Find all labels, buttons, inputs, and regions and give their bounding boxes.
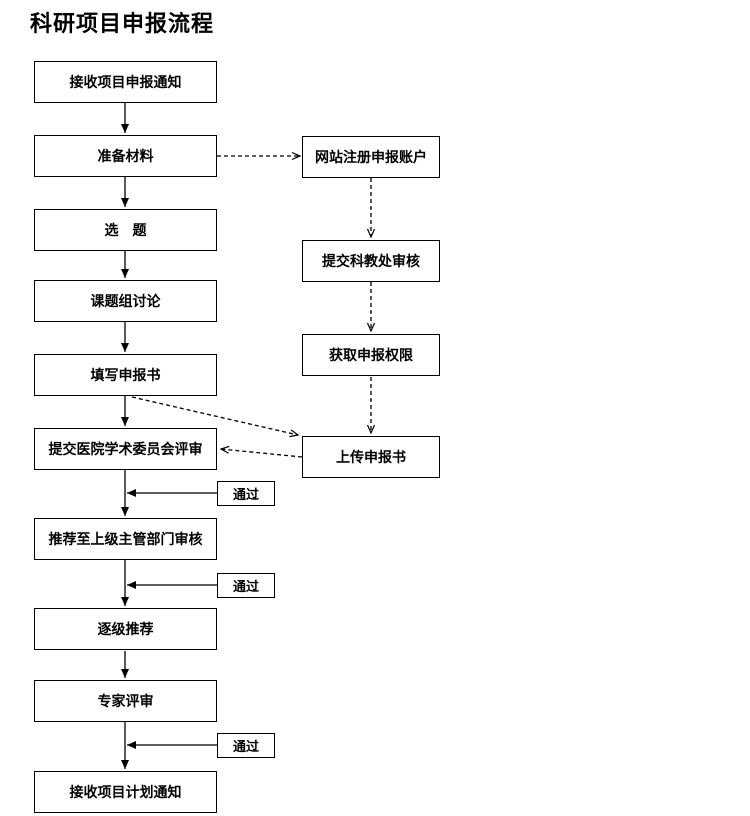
flow-node-submit-kejiaochu-review: 提交科教处审核 — [302, 240, 440, 282]
flow-node-superior-dept-review: 推荐至上级主管部门审核 — [34, 518, 217, 560]
flow-node-hospital-committee-review: 提交医院学术委员会评审 — [34, 428, 217, 470]
page-title: 科研项目申报流程 — [30, 12, 215, 37]
arrow-fill-to-upload — [131, 396, 298, 435]
pass-label-1: 通过 — [217, 481, 275, 506]
flow-node-get-apply-permission: 获取申报权限 — [302, 334, 440, 376]
arrow-upload-to-committee — [221, 449, 303, 458]
flow-node-expert-review: 专家评审 — [34, 680, 217, 722]
flow-node-topic-selection: 选 题 — [34, 209, 217, 251]
pass-label-2: 通过 — [217, 573, 275, 598]
flow-node-website-register-account: 网站注册申报账户 — [302, 136, 440, 178]
flow-node-prepare-materials: 准备材料 — [34, 135, 217, 177]
flow-node-upload-application: 上传申报书 — [302, 436, 440, 478]
flow-node-fill-application: 填写申报书 — [34, 354, 217, 396]
pass-label-3: 通过 — [217, 733, 275, 758]
flow-node-receive-apply-notice: 接收项目申报通知 — [34, 61, 217, 103]
flow-node-receive-plan-notice: 接收项目计划通知 — [34, 771, 217, 813]
flow-node-group-discussion: 课题组讨论 — [34, 280, 217, 322]
flow-node-level-recommend: 逐级推荐 — [34, 608, 217, 650]
